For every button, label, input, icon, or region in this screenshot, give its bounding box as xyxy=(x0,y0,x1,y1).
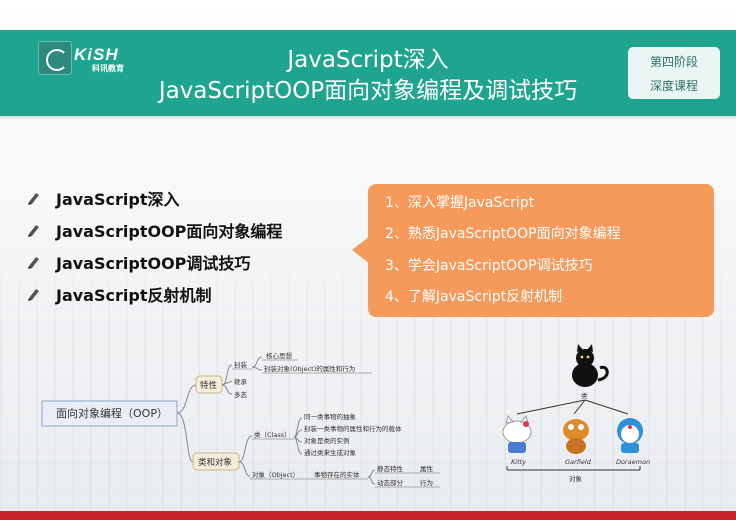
arrow-line xyxy=(516,399,586,415)
connector-line xyxy=(367,469,376,478)
connector-line xyxy=(293,436,303,455)
mindmap-node-polymorphism: 多态 xyxy=(234,390,248,399)
mindmap-branch-class-object-label: 类和对象 xyxy=(198,457,233,468)
logo-mark-icon xyxy=(38,41,72,75)
oop-mindmap: 面向对象编程（OOP） 特性 封装 核心思想 封装对象(Object)的属性和行… xyxy=(41,344,650,488)
list-item-label: JavaScriptOOP调试技巧 xyxy=(56,254,251,273)
slide-title-line1: JavaScript深入 xyxy=(287,47,449,73)
stage-badge: 第四阶段 深度课程 xyxy=(628,47,720,99)
object-label: 对象 xyxy=(569,474,583,483)
class-label: 类 xyxy=(581,391,588,400)
mindmap-dynamic-part: 动态部分 xyxy=(377,478,404,487)
list-item: JavaScriptOOP面向对象编程 xyxy=(26,214,282,246)
black-cat-icon xyxy=(572,344,609,387)
mindmap-branch-traits-label: 特性 xyxy=(200,380,218,391)
title-banner xyxy=(0,30,736,116)
connector-line xyxy=(293,417,303,438)
connector-line xyxy=(251,366,263,371)
connector-line xyxy=(176,384,197,414)
connector-line xyxy=(176,412,194,463)
objective-item: 4、了解JavaScript反射机制 xyxy=(385,289,563,305)
doraemon-icon xyxy=(617,418,643,453)
mindmap-node-encapsulation: 封装 xyxy=(234,360,248,369)
arrow-line xyxy=(584,399,629,415)
list-item: JavaScript深入 xyxy=(26,182,282,214)
brand-logo: KiSH 科讯教育 xyxy=(38,41,134,75)
list-item-label: JavaScript深入 xyxy=(56,190,180,209)
mindmap-node-class: 类（Class） xyxy=(254,430,291,439)
illustration-name: Garfield xyxy=(565,458,592,466)
objective-item: 2、熟悉JavaScriptOOP面向对象编程 xyxy=(385,226,621,242)
mindmap-root-label: 面向对象编程（OOP） xyxy=(56,406,168,420)
mindmap-behavior: 行为 xyxy=(420,478,433,487)
mindmap-node-inheritance: 继承 xyxy=(234,377,248,386)
topic-list: JavaScript深入 JavaScriptOOP面向对象编程 JavaScr… xyxy=(26,182,282,310)
connector-line xyxy=(367,476,376,485)
connector-line xyxy=(251,356,263,368)
mindmap-object-desc: 事物存在的实体 xyxy=(314,470,360,479)
slide-title-line2: JavaScriptOOP面向对象编程及调试技巧 xyxy=(158,78,578,104)
hello-kitty-icon xyxy=(502,414,532,453)
logo-text: KiSH xyxy=(74,45,119,64)
objective-item: 3、学会JavaScriptOOP调试技巧 xyxy=(385,258,593,274)
objective-item: 1、深入掌握JavaScript xyxy=(385,195,535,211)
connector-line xyxy=(238,461,251,477)
pen-bullet-icon xyxy=(28,225,39,237)
mindmap-class-desc: 封装一类事物的属性和行为的载体 xyxy=(304,424,402,433)
illustration-name: Kitty xyxy=(511,458,526,466)
mindmap-static-part: 静态特性 xyxy=(377,464,404,473)
objectives-callout: 1、深入掌握JavaScript 2、熟悉JavaScriptOOP面向对象编程… xyxy=(368,184,714,317)
stage-badge-line1: 第四阶段 xyxy=(649,55,698,69)
illustration-name: Doraemon xyxy=(616,458,650,466)
list-item-label: JavaScript反射机制 xyxy=(56,286,212,305)
list-item: JavaScript反射机制 xyxy=(26,278,282,310)
footer-accent-bar xyxy=(0,511,736,520)
connector-line xyxy=(238,435,253,463)
pen-bullet-icon xyxy=(28,289,39,301)
mindmap-class-desc: 同一类事物的抽象 xyxy=(304,412,357,421)
garfield-icon xyxy=(563,419,589,454)
banner-shadow xyxy=(0,116,736,120)
mindmap-attribute: 属性 xyxy=(420,464,434,473)
arrow-line xyxy=(573,399,586,415)
mindmap-node-encap-desc: 封装对象(Object)的属性和行为 xyxy=(264,364,355,373)
stage-badge-line2: 深度课程 xyxy=(649,79,698,93)
callout-pointer xyxy=(352,236,370,264)
mindmap-node-object: 对象（Object） xyxy=(252,470,299,479)
connector-line xyxy=(221,384,233,395)
logo-subtext: 科讯教育 xyxy=(92,64,124,73)
mindmap-class-desc: 对象是类的实例 xyxy=(304,436,350,445)
connector-line xyxy=(221,380,233,386)
pen-bullet-icon xyxy=(28,257,39,269)
list-item: JavaScriptOOP调试技巧 xyxy=(26,246,282,278)
pen-bullet-icon xyxy=(28,193,39,205)
mindmap-class-desc: 通过类来生成对象 xyxy=(304,448,357,457)
mindmap-node-core-idea: 核心思想 xyxy=(266,351,293,360)
list-item-label: JavaScriptOOP面向对象编程 xyxy=(56,222,283,241)
